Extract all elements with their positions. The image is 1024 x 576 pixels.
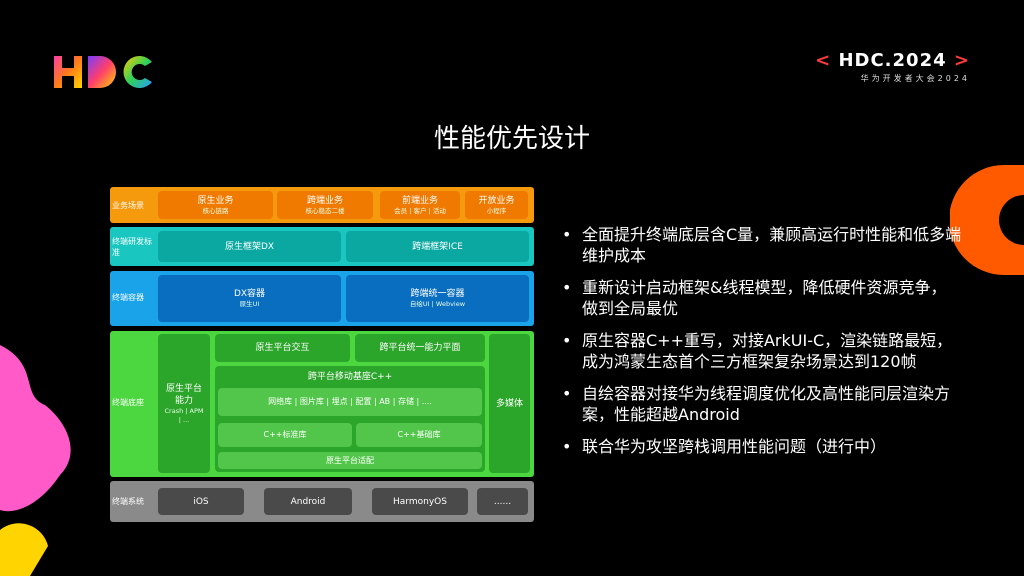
cpp-base-box: C++基础库	[356, 423, 482, 447]
media-box: 多媒体	[489, 334, 530, 473]
box-title: 前端业务	[401, 195, 438, 206]
dx-container-box: DX容器 原生UI	[158, 275, 341, 322]
cross-business-box: 跨端业务 核心稳态二楼	[277, 191, 373, 219]
box-title: 跨端统一容器	[410, 289, 465, 299]
badge-title: HDC.2024	[838, 50, 947, 71]
os-band: 终端系统 iOS Android HarmonyOS ......	[110, 481, 534, 522]
os-ios-box: iOS	[158, 488, 244, 515]
badge-bracket-left: <	[815, 50, 832, 71]
bullet-item: 联合华为攻坚跨栈调用性能问题（进行中）	[562, 436, 962, 457]
box-title: 跨平台统一能力平面	[379, 343, 461, 353]
unified-container-box: 跨端统一容器 自绘UI | Webview	[346, 275, 529, 322]
yellow-deco-shape	[0, 523, 48, 576]
architecture-diagram: 业务场景 原生业务 核心链路 跨端业务 核心稳态二楼 前端业务 会员 | 客户 …	[110, 187, 534, 522]
box-sub: 自绘UI | Webview	[409, 300, 466, 308]
box-title: 原生平台适配	[326, 455, 374, 465]
ice-framework-box: 跨端框架ICE	[346, 231, 529, 262]
native-business-box: 原生业务 核心链路	[158, 191, 273, 219]
bullet-item: 全面提升终端底层含C量，兼顾高运行时性能和低多端维护成本	[562, 224, 962, 266]
adapter-box: 原生平台适配	[218, 452, 482, 469]
native-ability-box: 原生平台能力 Crash | APM | ...	[158, 334, 210, 473]
bullet-item: 自绘容器对接华为线程调度优化及高性能同层渲染方案，性能超越Android	[562, 383, 962, 425]
dx-framework-box: 原生框架DX	[158, 231, 341, 262]
pink-deco-shape	[0, 345, 71, 512]
box-title: 跨端框架ICE	[412, 241, 463, 252]
base-band: 终端底座 原生平台能力 Crash | APM | ... 原生平台交互 跨平台…	[110, 331, 534, 477]
os-harmony-box: HarmonyOS	[372, 488, 468, 515]
box-sub: 原生UI	[239, 300, 260, 308]
os-more-box: ......	[477, 488, 528, 515]
framework-band: 终端研发标准 原生框架DX 跨端框架ICE	[110, 227, 534, 266]
box-sub: 会员 | 客户 | 活动	[394, 206, 446, 215]
box-title: 原生平台交互	[255, 343, 310, 353]
box-sub: 核心链路	[202, 206, 229, 215]
bullet-list: 全面提升终端底层含C量，兼顾高运行时性能和低多端维护成本 重新设计启动框架&线程…	[562, 224, 962, 468]
box-title: ......	[493, 496, 512, 507]
frontend-business-box: 前端业务 会员 | 客户 | 活动	[380, 191, 460, 219]
box-title: C++标准库	[263, 430, 307, 439]
bullet-item: 重新设计启动框架&线程模型，降低硬件资源竞争，做到全局最优	[562, 277, 962, 319]
box-title: 开放业务	[478, 195, 515, 206]
box-title: HarmonyOS	[393, 496, 447, 507]
hdc-logo	[54, 56, 152, 88]
open-business-box: 开放业务 小程序	[465, 191, 528, 219]
badge-bracket-right: >	[953, 50, 970, 71]
box-title: 原生平台能力	[165, 383, 202, 406]
native-interaction-box: 原生平台交互	[215, 334, 350, 362]
business-band: 业务场景 原生业务 核心链路 跨端业务 核心稳态二楼 前端业务 会员 | 客户 …	[110, 187, 534, 223]
os-android-box: Android	[264, 488, 352, 515]
box-sub: Crash | APM | ...	[164, 406, 204, 424]
base-label: 终端底座	[112, 398, 144, 407]
box-title: 跨端业务	[306, 195, 343, 206]
os-label: 终端系统	[112, 497, 144, 506]
box-sub: 小程序	[486, 206, 507, 215]
hdc-2024-badge: < HDC.2024 > 华为开发者大会2024	[815, 50, 970, 84]
business-label: 业务场景	[112, 201, 144, 210]
box-title: 跨平台移动基座C++	[307, 372, 393, 382]
box-title: 原生业务	[197, 195, 234, 206]
orange-deco-shape	[950, 165, 1024, 275]
modules-box: 网络库 | 图片库 | 埋点 | 配置 | AB | 存储 | ....	[218, 388, 482, 416]
bullet-item: 原生容器C++重写，对接ArkUI-C，渲染链路最短，成为鸿蒙生态首个三方框架复…	[562, 330, 962, 372]
box-title: 原生框架DX	[224, 241, 275, 252]
unified-ability-box: 跨平台统一能力平面	[355, 334, 485, 362]
container-label: 终端容器	[112, 293, 144, 302]
box-title: Android	[290, 496, 326, 507]
box-title: C++基础库	[397, 430, 441, 439]
box-title: 多媒体	[495, 398, 523, 409]
container-band: 终端容器 DX容器 原生UI 跨端统一容器 自绘UI | Webview	[110, 271, 534, 326]
box-title: 网络库 | 图片库 | 埋点 | 配置 | AB | 存储 | ....	[268, 397, 432, 406]
cpp-std-box: C++标准库	[218, 423, 352, 447]
box-title: DX容器	[233, 289, 266, 299]
badge-subtitle: 华为开发者大会2024	[860, 74, 970, 83]
framework-label: 终端研发标准	[112, 237, 152, 257]
page-title: 性能优先设计	[433, 124, 590, 154]
box-title: iOS	[193, 496, 209, 507]
box-sub: 核心稳态二楼	[305, 206, 345, 215]
